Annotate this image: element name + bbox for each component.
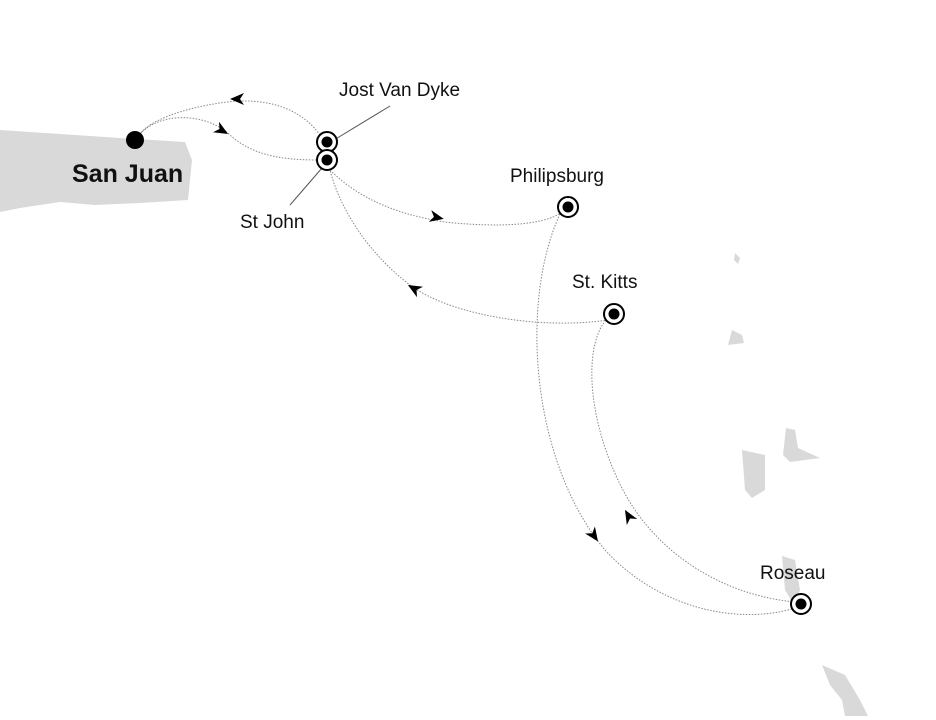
port-label-st-john: St John — [240, 212, 305, 233]
island — [728, 330, 744, 345]
port-marker-philipsburg[interactable] — [557, 196, 579, 218]
land — [0, 130, 868, 716]
port-label-st-kitts: St. Kitts — [572, 272, 638, 293]
route-roseau-stkitts — [591, 317, 796, 603]
arrow-icon — [625, 509, 638, 525]
island — [822, 665, 868, 716]
arrow-icon — [407, 285, 423, 298]
start-port-marker[interactable] — [126, 131, 144, 149]
leader-lines — [289, 105, 391, 206]
route-philipsburg-roseau — [536, 213, 796, 616]
port-label-jost-van-dyke: Jost Van Dyke — [339, 80, 461, 101]
port-label-san-juan: San Juan — [72, 160, 184, 188]
port-marker-st-john[interactable] — [316, 149, 338, 171]
route-stkitts-stjohn — [329, 169, 609, 324]
island — [782, 556, 800, 605]
routes — [139, 100, 796, 616]
arrow-icon — [213, 121, 229, 134]
port-label-philipsburg: Philipsburg — [510, 166, 604, 187]
island — [742, 450, 765, 498]
port-marker-roseau[interactable] — [790, 593, 812, 615]
direction-arrows — [213, 93, 638, 542]
port-marker-st-kitts[interactable] — [603, 303, 625, 325]
route-stjohn-philipsburg — [329, 169, 563, 226]
island — [734, 253, 740, 264]
arrow-icon — [428, 210, 444, 222]
route-jost-sanjuan — [139, 100, 321, 136]
port-markers — [126, 131, 812, 615]
island — [783, 428, 820, 462]
puerto-rico-island — [0, 130, 192, 212]
arrow-icon — [585, 526, 599, 542]
port-label-roseau: Roseau — [760, 563, 826, 584]
arrow-icon — [230, 93, 244, 105]
